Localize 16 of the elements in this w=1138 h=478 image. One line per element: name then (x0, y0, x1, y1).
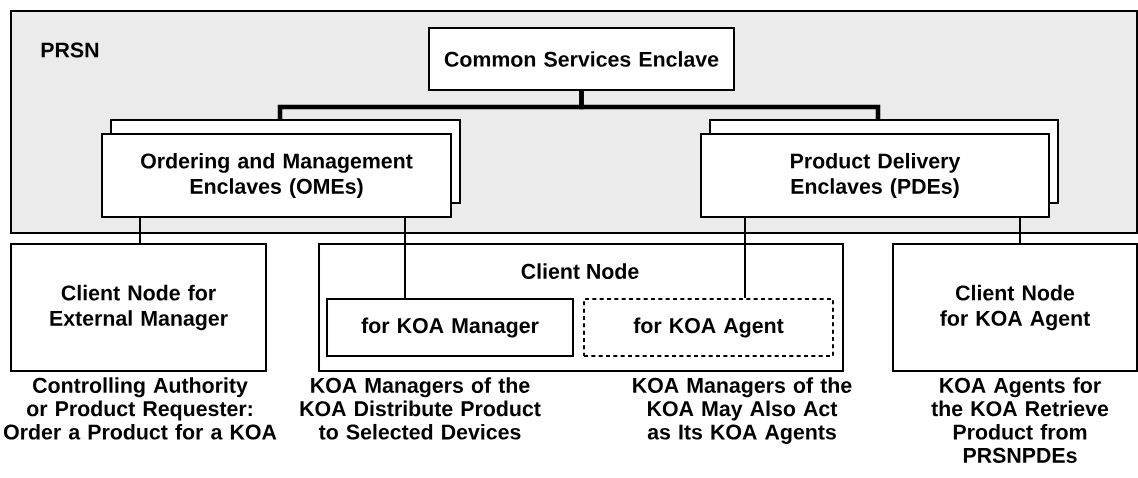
connector-line (404, 217, 406, 299)
connector-line (139, 217, 141, 244)
process-box: Client Node for KOA Agent (892, 243, 1138, 372)
caption-text: KOA Managers of the KOA May Also Act as Its KOA Agents (633, 377, 852, 444)
connector-line (579, 91, 881, 120)
caption-text: KOA Managers of the KOA Distribute Product to Selected Devices (300, 377, 541, 440)
process-box: Product Delivery Enclaves (PDEs) (700, 119, 1059, 218)
caption-text: Controlling Authority or Product Requester: Order a Product for a KOA (4, 377, 277, 440)
dashed-box: for KOA Agent (583, 298, 834, 357)
caption-text: KOA Agents for the KOA Retrieve Product from PRSNPDEs (931, 377, 1109, 463)
process-box: Common Services Enclave (428, 27, 735, 91)
process-box: Client Node for External Manager (10, 243, 267, 372)
process-box: for KOA Manager (326, 298, 574, 357)
connector-line (1019, 217, 1021, 244)
process-box: Ordering and Management Enclaves (OMEs) (101, 119, 461, 218)
connector-line (744, 217, 746, 299)
